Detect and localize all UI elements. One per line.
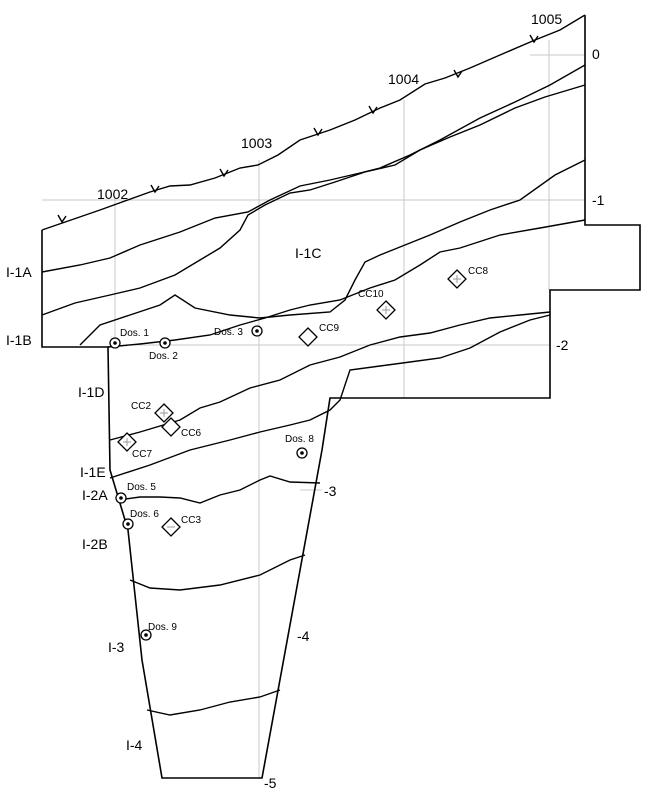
boundary-line [146,689,281,716]
grid [42,40,585,778]
unit-label-i-4: I-4 [126,737,143,753]
surface-ticks [57,34,539,224]
sample-marker-icon [115,492,127,504]
depth-label-4: -4 [297,628,310,644]
grid-labels: 1002 1003 1004 1005 0 -1 -2 -3 -4 -5 [97,11,605,791]
sample-markers: Dos. 1 Dos. 2 Dos. 3 Dos. 5 Dos. 6 Dos. … [109,325,314,641]
tick-icon [453,69,463,79]
grid-label-1005: 1005 [531,11,562,27]
core-label-cc6: CC6 [181,428,201,439]
boundary-line [129,554,306,591]
boundary-line [41,64,586,273]
grid-label-1004: 1004 [388,71,419,87]
tick-icon [529,34,539,44]
tick-icon [219,168,229,178]
sample-label-dos-8: Dos. 8 [285,434,314,445]
core-marker-icon [117,432,137,452]
core-label-cc9: CC9 [319,323,339,334]
sample-marker-icon [159,337,171,349]
sample-marker-icon [109,337,121,349]
unit-labels: I-1A I-1B I-1C I-1D I-1E I-2A I-2B I-3 I… [6,245,321,753]
core-label-cc7: CC7 [132,449,152,460]
sample-marker-icon [140,629,152,641]
sample-label-dos-9: Dos. 9 [148,622,177,633]
core-marker-icon [298,327,318,347]
depth-label-2: -2 [556,337,569,353]
sample-label-dos-3: Dos. 3 [214,327,243,338]
core-marker-icon [154,403,174,423]
sample-marker-icon [296,447,308,459]
core-marker-icon [376,300,396,320]
unit-label-i-1e: I-1E [80,464,106,480]
tick-icon [368,105,378,115]
sample-label-dos-6: Dos. 6 [130,509,159,520]
core-label-cc3: CC3 [181,515,201,526]
sample-marker-icon [122,518,134,530]
unit-label-i-1d: I-1D [78,384,104,400]
core-markers: CC2 CC3 CC6 CC7 CC8 CC9 CC10 [117,266,488,537]
grid-label-1002: 1002 [97,186,128,202]
boundary-line [107,219,586,348]
core-label-cc2: CC2 [131,401,151,412]
core-label-cc8: CC8 [468,266,488,277]
depth-label-3: -3 [324,483,337,499]
unit-label-i-2a: I-2A [82,487,108,503]
tick-icon [313,127,323,137]
unit-label-i-3: I-3 [108,639,125,655]
boundary-line [109,314,551,479]
core-label-cc10: CC10 [358,289,384,300]
sample-label-dos-1: Dos. 1 [120,328,149,339]
boundary-line [109,311,551,441]
tick-icon [150,184,160,194]
core-marker-icon [447,269,467,289]
core-marker-icon [161,517,181,537]
unit-label-i-1c: I-1C [295,245,321,261]
core-marker-icon [161,417,181,437]
depth-label-5: -5 [264,775,277,791]
depth-label-0: 0 [592,46,600,62]
ground-surface-line [41,14,586,231]
depth-label-1: -1 [592,192,605,208]
boundary-line [79,159,586,346]
unit-label-i-1b: I-1B [6,332,32,348]
tick-icon [57,214,67,224]
boundary-line [41,84,586,316]
boundary-line [117,475,321,504]
sample-marker-icon [251,325,263,337]
section-outline [41,15,641,779]
sample-label-dos-2: Dos. 2 [149,351,178,362]
unit-label-i-1a: I-1A [6,264,32,280]
sample-label-dos-5: Dos. 5 [127,482,156,493]
grid-label-1003: 1003 [241,135,272,151]
unit-label-i-2b: I-2B [82,536,108,552]
